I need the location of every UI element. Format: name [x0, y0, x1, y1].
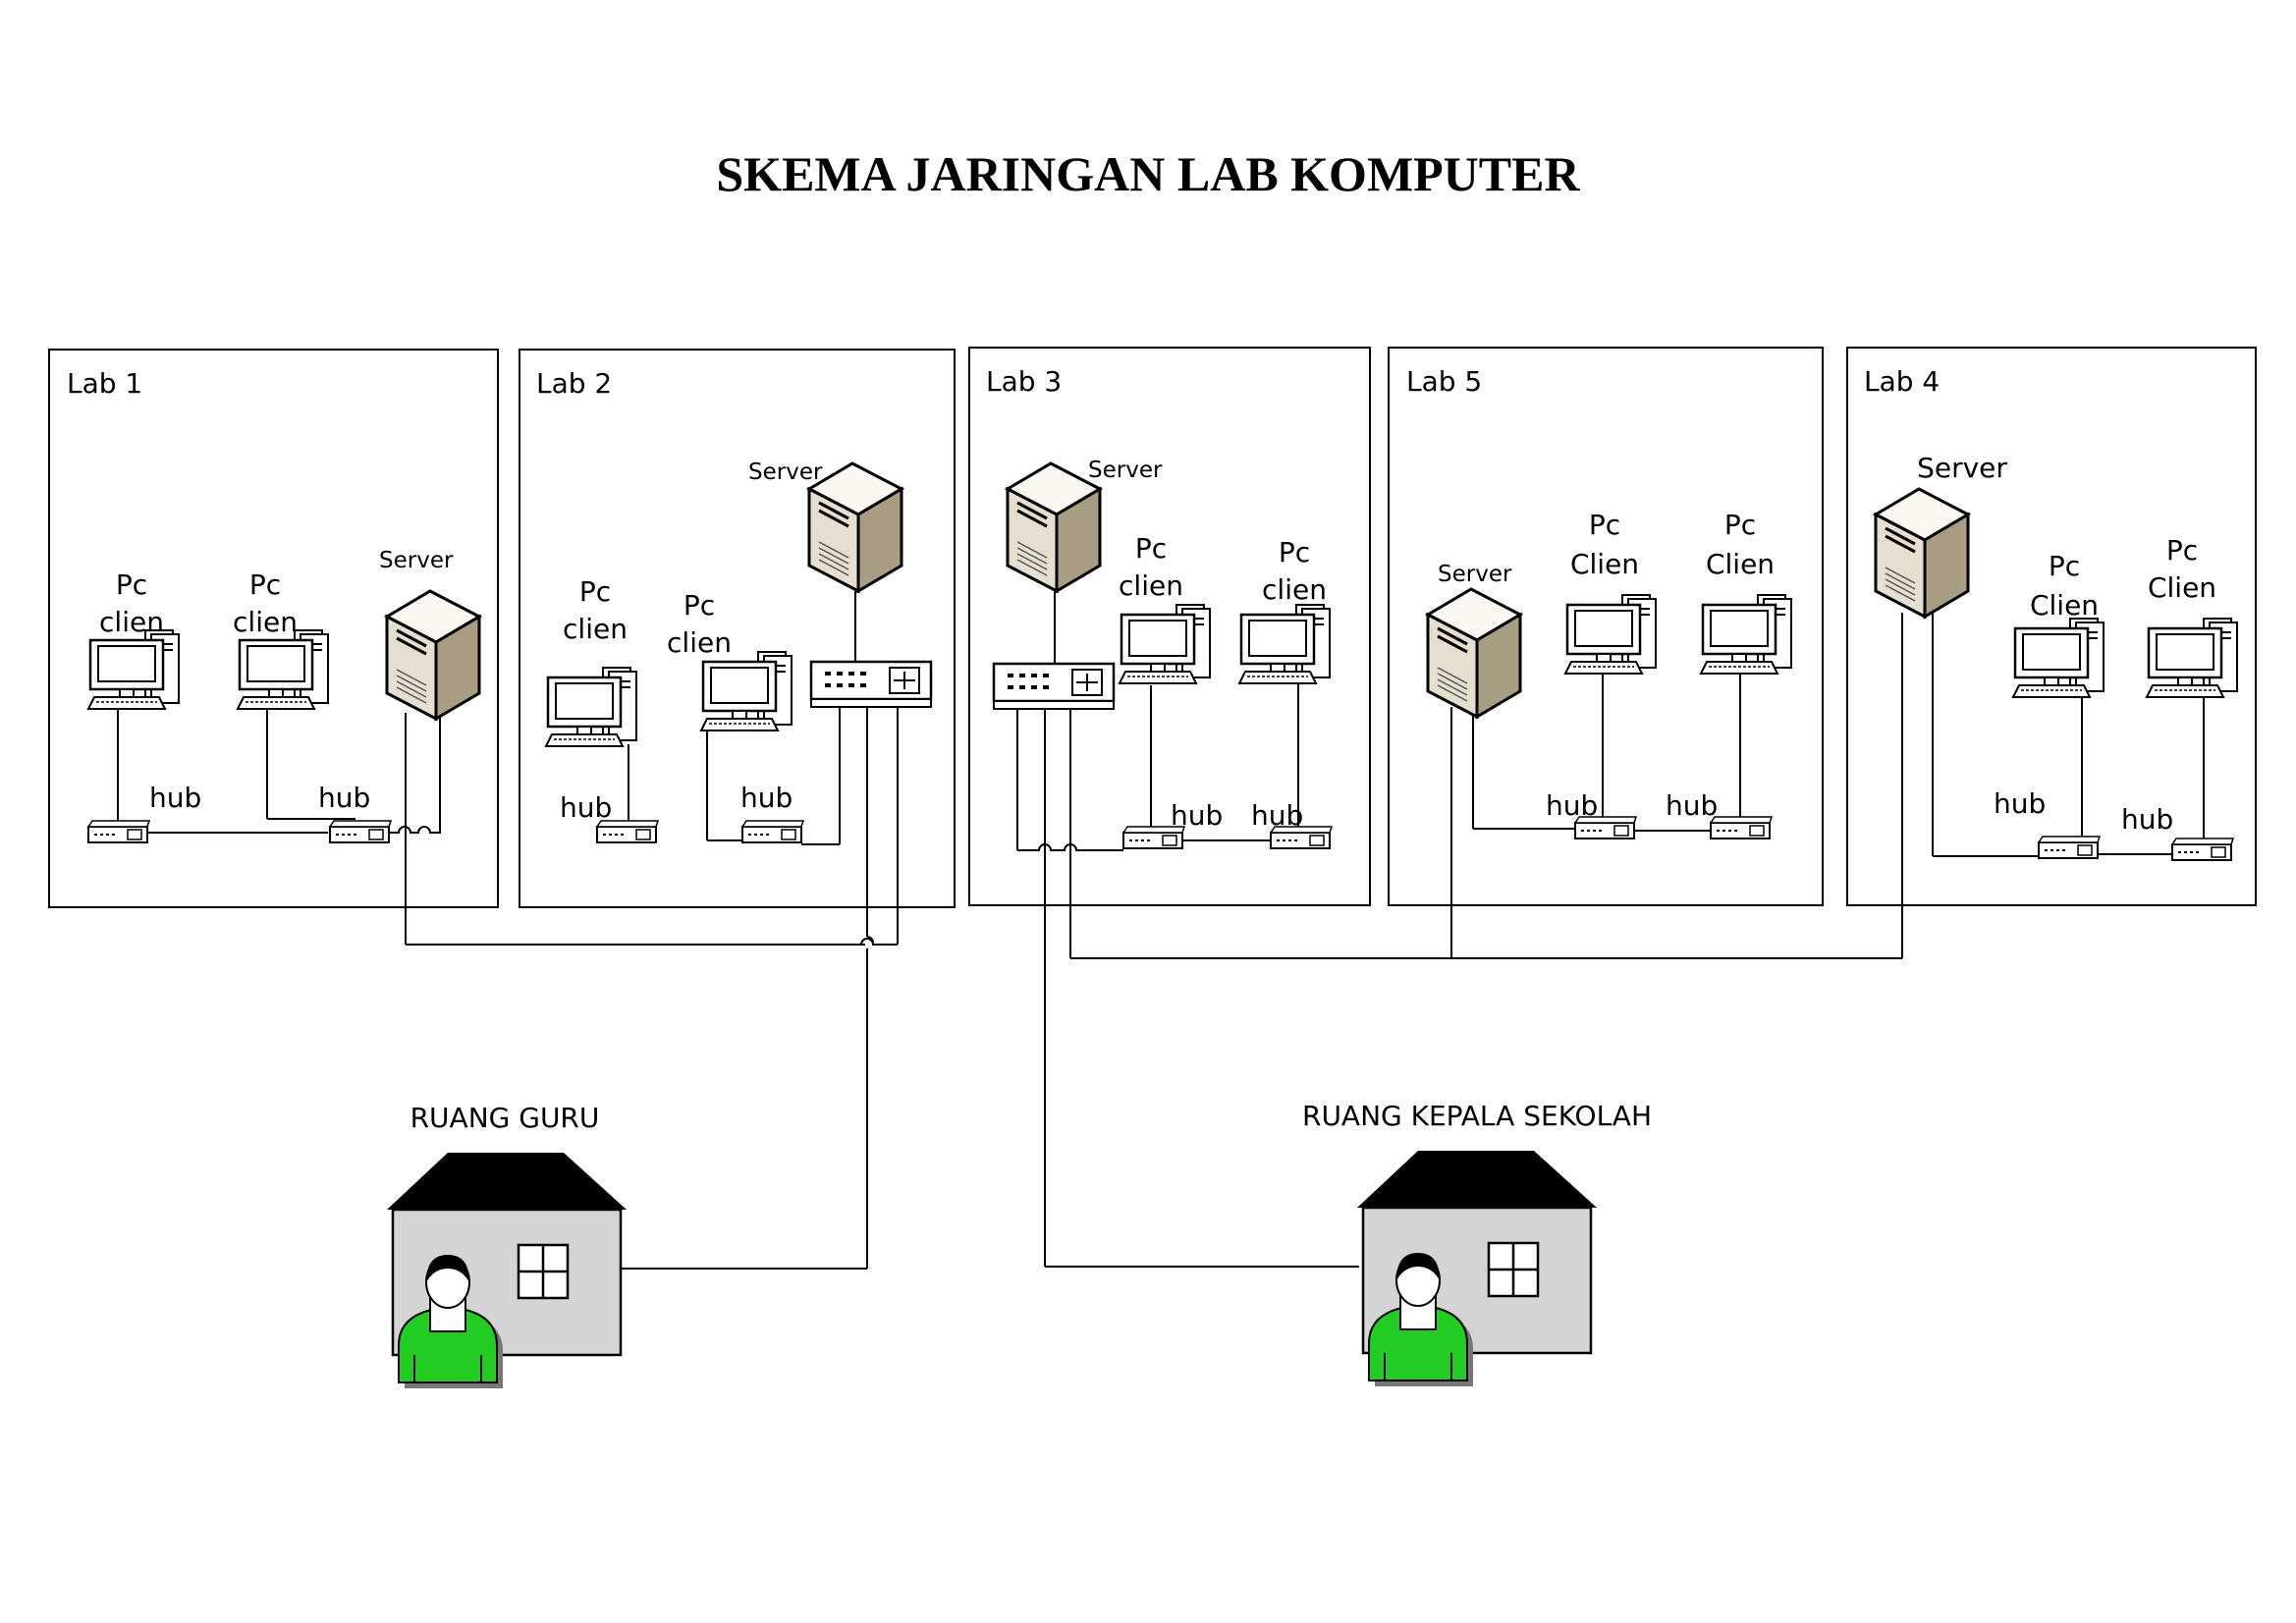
pc-client-icon	[86, 628, 181, 711]
pc-label: clien	[233, 606, 298, 638]
hub-label: hub	[2121, 803, 2173, 836]
lab-box-lab4: Lab 4	[1846, 347, 2257, 906]
hub-label: hub	[560, 791, 612, 824]
lab-box-lab3: Lab 3	[968, 347, 1371, 906]
diagram-title: SKEMA JARINGAN LAB KOMPUTER	[716, 146, 1580, 201]
pc-client-icon	[699, 650, 793, 732]
pc-label: Pc	[1135, 532, 1167, 565]
server-icon	[1874, 487, 1970, 619]
lab-title: Lab 4	[1864, 365, 1940, 398]
hub-label: hub	[1546, 789, 1598, 822]
hub-label: hub	[318, 782, 370, 814]
server-label: Server	[379, 548, 454, 573]
pc-client-icon	[2011, 617, 2105, 699]
lab-box-lab5: Lab 5	[1388, 347, 1824, 906]
hub-label: hub	[1251, 799, 1303, 832]
hub-label: hub	[740, 782, 793, 814]
pc-label: clien	[1119, 569, 1183, 602]
pc-label: Pc	[683, 589, 715, 622]
server-label: Server	[1438, 562, 1512, 587]
lab-box-lab1: Lab 1	[48, 349, 499, 908]
pc-client-icon	[2145, 617, 2239, 699]
switch-icon	[992, 662, 1116, 711]
hub-icon	[2038, 836, 2101, 859]
house-icon	[385, 1151, 629, 1390]
server-label: Server	[748, 460, 823, 485]
lab1-devices: Pc clien Pc clien Server hub hub	[86, 548, 481, 843]
lab-box-lab2: Lab 2	[519, 349, 956, 908]
lab3-devices: Pc clien Pc clien Server hub hub	[992, 458, 1333, 849]
hub-icon	[87, 820, 150, 843]
hub-label: hub	[1171, 799, 1223, 832]
lab-title: Lab 1	[67, 367, 142, 400]
network-cables	[117, 581, 2205, 1270]
pc-label: Clien	[2030, 589, 2099, 622]
server-icon	[1006, 461, 1102, 593]
server-icon	[385, 589, 481, 721]
hub-label: hub	[1994, 787, 2046, 820]
pc-label: clien	[667, 626, 732, 659]
pc-label: Clien	[2148, 571, 2216, 604]
hub-icon	[1710, 816, 1773, 839]
hub-label: hub	[1666, 789, 1718, 822]
hub-label: hub	[149, 782, 201, 814]
server-label: Server	[1088, 458, 1163, 483]
pc-client-icon	[1118, 603, 1212, 685]
lab-title: Lab 5	[1406, 365, 1482, 398]
lab2-devices: Pc clien Pc clien Server hub hub	[544, 460, 933, 843]
room-ruang-kepala-sekolah: RUANG KEPALA SEKOLAH	[1302, 1100, 1652, 1388]
pc-label: clien	[563, 613, 628, 645]
pc-label: Pc	[1724, 509, 1756, 541]
server-label: Server	[1917, 452, 2007, 484]
server-icon	[807, 461, 903, 593]
room-ruang-guru: RUANG GURU	[385, 1102, 629, 1390]
lab-title: Lab 3	[986, 365, 1062, 398]
pc-client-icon	[236, 628, 330, 711]
lab5-devices: Pc Clien Pc Clien Server hub hub	[1426, 509, 1793, 839]
pc-client-icon	[1563, 593, 1658, 676]
hub-icon	[596, 820, 659, 843]
lab4-devices: Pc Clien Pc Clien Server hub hub	[1874, 452, 2239, 861]
pc-label: Pc	[116, 568, 147, 601]
room-label: RUANG GURU	[410, 1102, 600, 1134]
pc-label: Pc	[2166, 534, 2198, 567]
hub-icon	[2171, 838, 2234, 861]
pc-label: clien	[1262, 573, 1327, 606]
pc-client-icon	[544, 666, 638, 748]
house-icon	[1355, 1149, 1599, 1388]
pc-label: Pc	[249, 568, 281, 601]
server-icon	[1426, 587, 1522, 719]
pc-label: Pc	[1589, 509, 1620, 541]
pc-label: Clien	[1706, 548, 1775, 580]
room-label: RUANG KEPALA SEKOLAH	[1302, 1100, 1652, 1132]
pc-label: Clien	[1570, 548, 1639, 580]
switch-icon	[809, 660, 933, 709]
pc-label: Pc	[2049, 550, 2080, 582]
pc-client-icon	[1699, 593, 1793, 676]
pc-client-icon	[1237, 603, 1332, 685]
lab-title: Lab 2	[536, 367, 612, 400]
hub-icon	[741, 820, 804, 843]
hub-icon	[329, 820, 392, 843]
pc-label: Pc	[579, 575, 611, 608]
pc-label: clien	[99, 606, 164, 638]
pc-label: Pc	[1279, 536, 1310, 568]
